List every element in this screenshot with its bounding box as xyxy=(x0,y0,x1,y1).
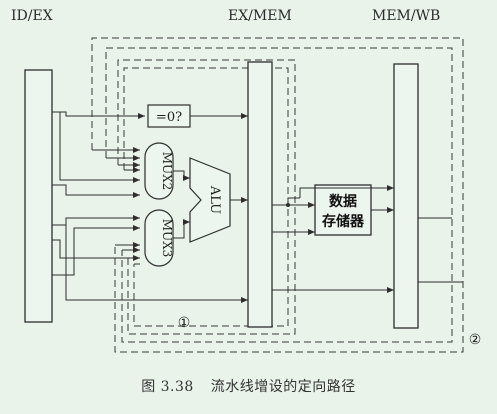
idex-register xyxy=(24,69,53,323)
mux2-label: MUX2 xyxy=(160,152,174,191)
mux3-label: MUX3 xyxy=(160,219,174,258)
zero-test-label: =0? xyxy=(156,110,182,125)
idex-label: ID/EX xyxy=(11,8,53,24)
forward-path-1-inner xyxy=(123,67,289,327)
alu xyxy=(189,157,231,243)
figure-number: 图 3.38 xyxy=(141,379,194,395)
data-memory-label-2: 存储器 xyxy=(322,213,365,230)
memwb-label: MEM/WB xyxy=(372,8,441,24)
path-2-label: ② xyxy=(469,332,482,348)
memwb-register xyxy=(393,63,419,329)
path-1-label: ① xyxy=(178,315,191,331)
figure-title: 流水线增设的定向路径 xyxy=(210,379,356,395)
junction-dot xyxy=(286,203,290,207)
alu-wires xyxy=(173,113,248,239)
forward-inputs xyxy=(92,147,140,265)
forward-path-2 xyxy=(91,37,464,353)
alu-label: ALU xyxy=(207,185,222,214)
mem-wires xyxy=(272,185,463,293)
forward-path-2-inner xyxy=(105,47,453,343)
figure-caption: 图 3.38 流水线增设的定向路径 xyxy=(0,376,497,396)
exmem-register xyxy=(247,61,273,328)
exmem-label: EX/MEM xyxy=(228,8,292,24)
forward-path-1 xyxy=(117,59,296,335)
idex-output-wires xyxy=(52,111,248,303)
data-memory xyxy=(314,184,372,236)
data-memory-label-1: 数据 xyxy=(329,193,357,210)
